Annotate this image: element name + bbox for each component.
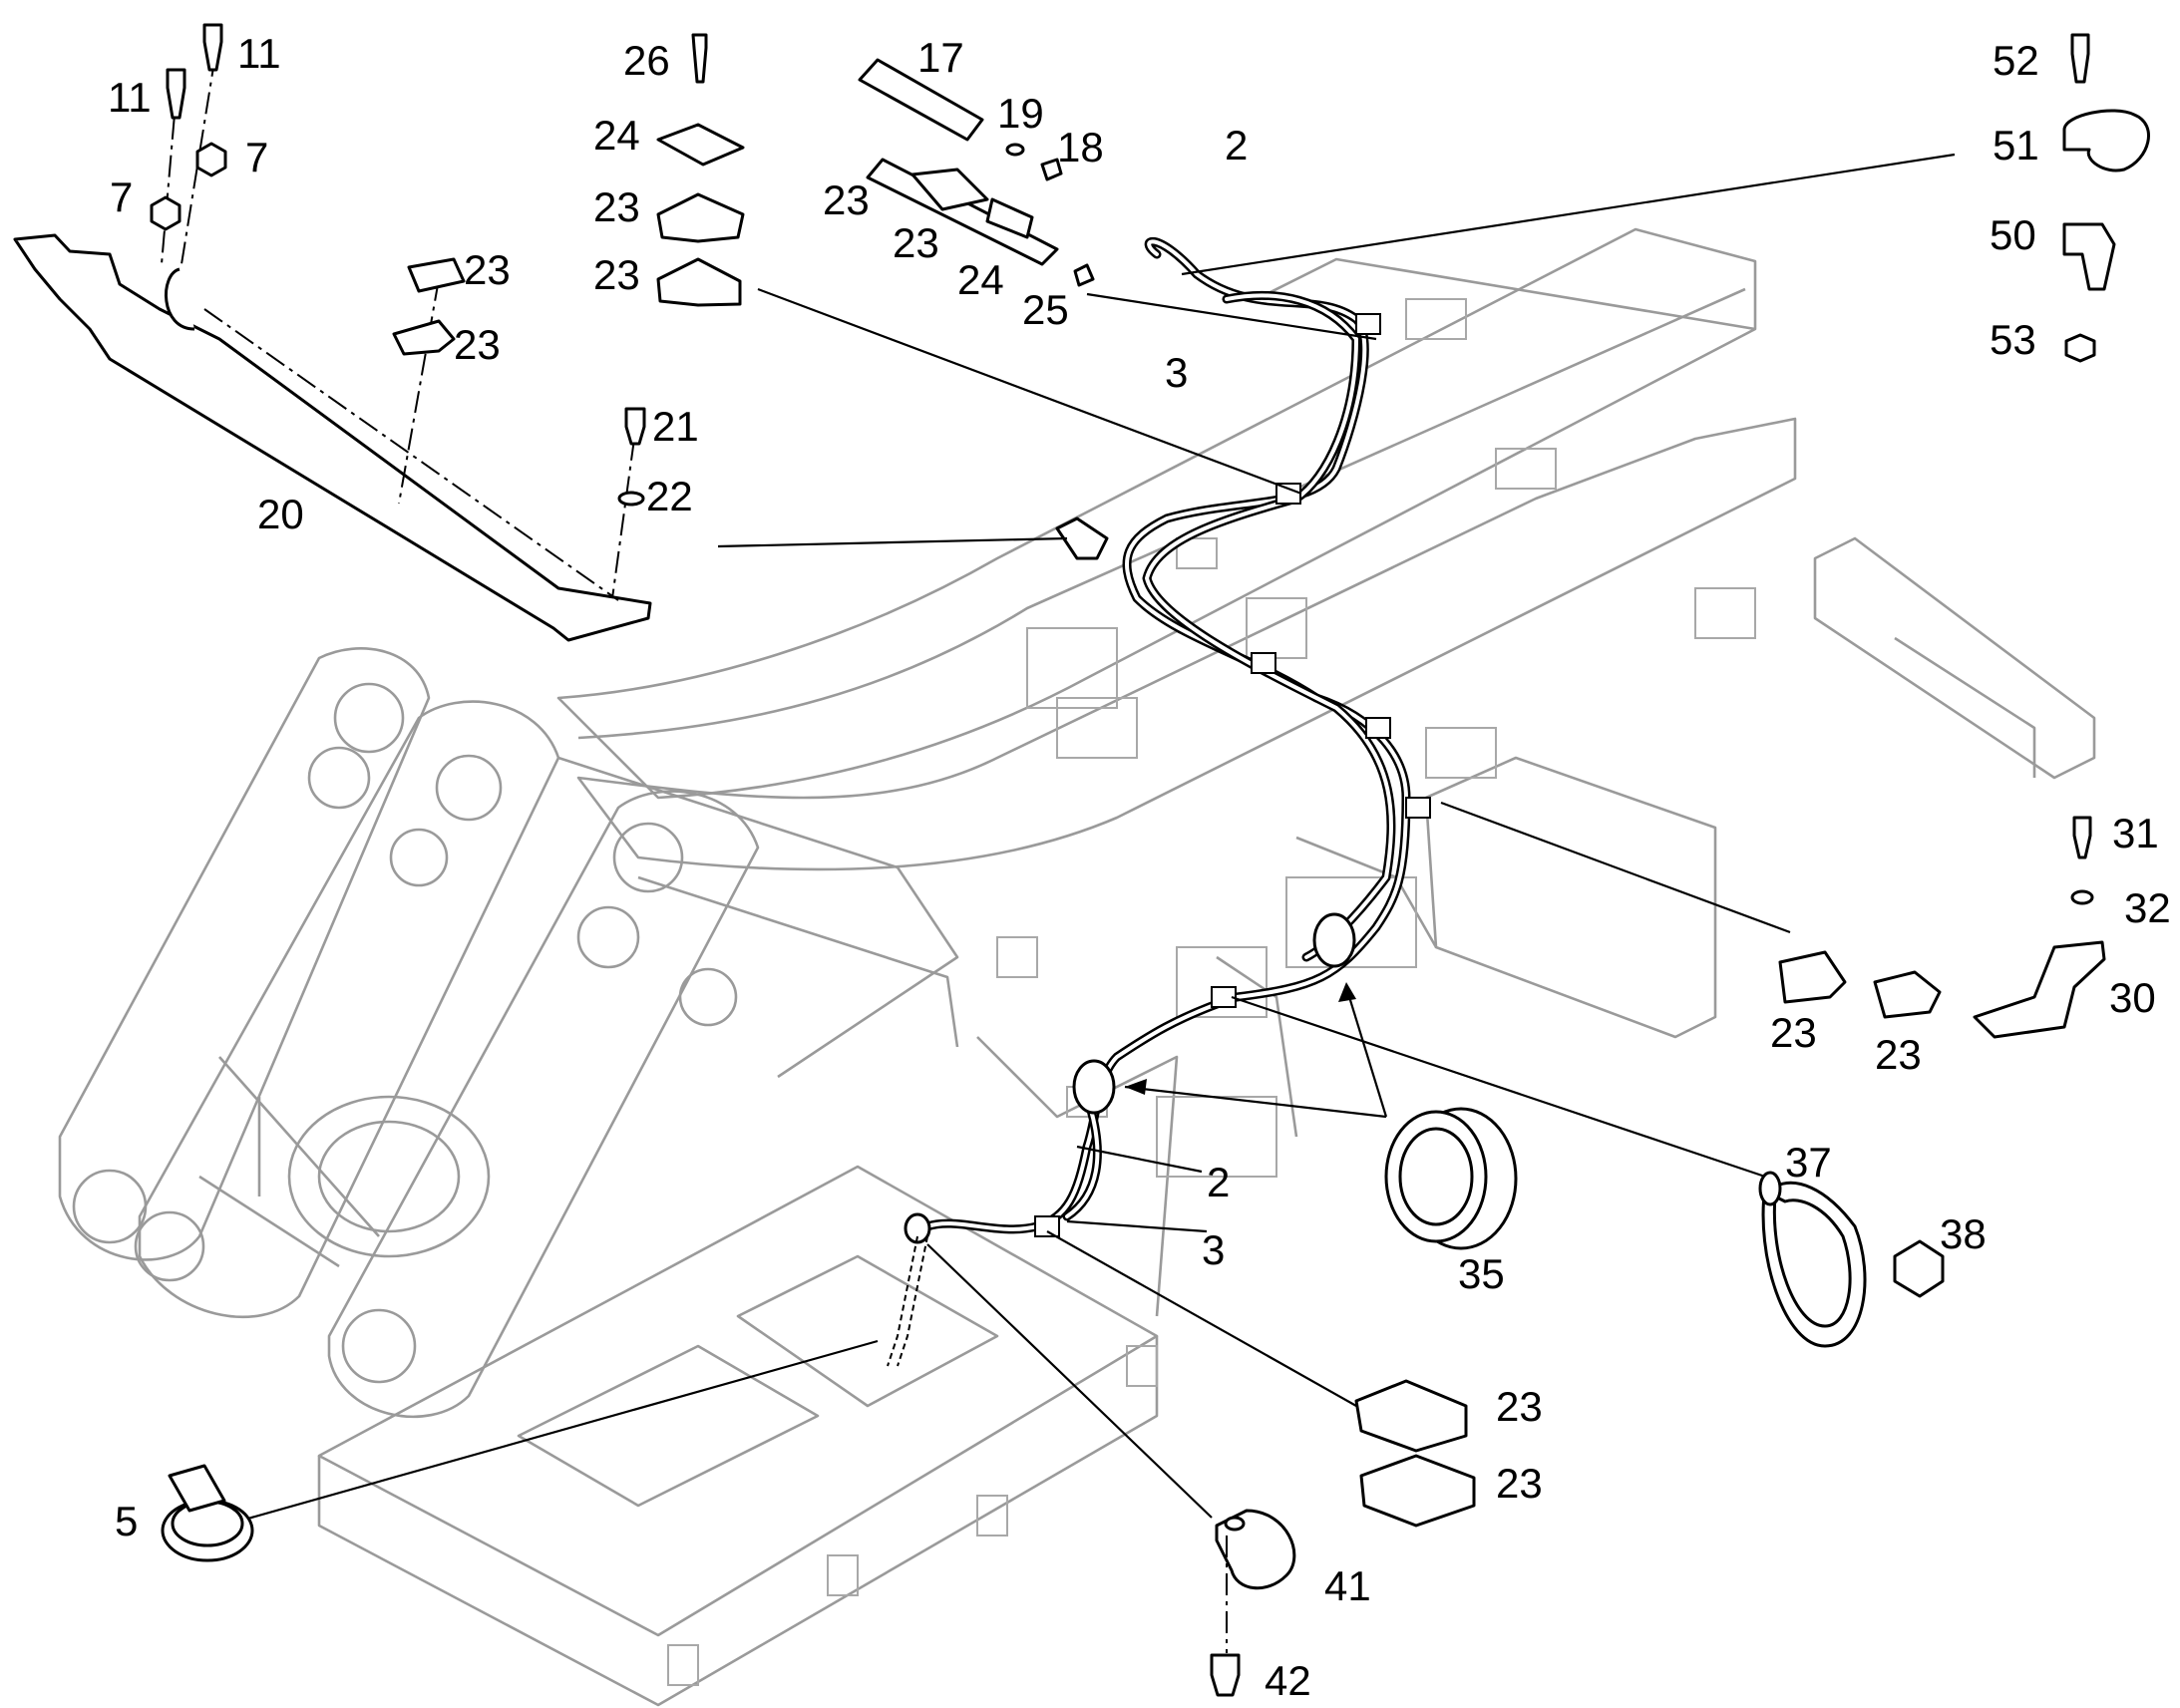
chassis-frame xyxy=(58,227,2096,1707)
callout-25: 25 xyxy=(1022,286,1069,333)
callout-52: 52 xyxy=(1993,37,2039,84)
callout-51: 51 xyxy=(1993,122,2039,169)
callout-11: 11 xyxy=(108,74,152,121)
callout-24: 24 xyxy=(593,112,640,159)
callout-3: 3 xyxy=(1202,1226,1225,1273)
callout-2: 2 xyxy=(1225,122,1248,169)
callout-18: 18 xyxy=(1057,124,1104,171)
clamp-pair-b xyxy=(1354,1379,1476,1528)
callout-labels: 11 11 7 7 20 23 23 21 22 26 24 23 23 17 … xyxy=(108,30,2171,1704)
hose-clamp-5 xyxy=(161,1464,254,1562)
callout-37: 37 xyxy=(1785,1139,1832,1186)
callout-23: 23 xyxy=(593,183,640,230)
callout-5: 5 xyxy=(115,1498,138,1544)
callout-7: 7 xyxy=(245,134,268,180)
callout-35: 35 xyxy=(1458,1250,1505,1297)
callout-23: 23 xyxy=(1875,1031,1922,1078)
grommet-35 xyxy=(1384,1107,1518,1250)
callout-38: 38 xyxy=(1940,1210,1987,1257)
bracket-group-20 xyxy=(13,23,652,642)
callout-32: 32 xyxy=(2124,884,2171,931)
callout-23: 23 xyxy=(823,176,870,223)
callout-22: 22 xyxy=(646,473,693,519)
callout-23: 23 xyxy=(454,321,501,368)
callout-23: 23 xyxy=(893,219,939,266)
callout-42: 42 xyxy=(1265,1657,1311,1704)
callout-7: 7 xyxy=(110,173,133,220)
clamp-pair-a xyxy=(392,257,466,356)
p-clip-41 xyxy=(1210,1509,1296,1697)
callout-23: 23 xyxy=(1496,1460,1543,1507)
callout-41: 41 xyxy=(1324,1562,1371,1609)
callout-17: 17 xyxy=(917,34,964,81)
hose-assembly xyxy=(887,236,1431,1367)
callout-53: 53 xyxy=(1990,316,2036,363)
callout-20: 20 xyxy=(257,491,304,537)
callout-19: 19 xyxy=(997,90,1044,137)
callout-24: 24 xyxy=(957,256,1004,303)
callout-23: 23 xyxy=(593,251,640,298)
callout-11: 11 xyxy=(237,30,281,77)
callout-50: 50 xyxy=(1990,211,2036,258)
leader-lines xyxy=(243,153,1956,1522)
callout-21: 21 xyxy=(652,403,699,450)
callout-31: 31 xyxy=(2112,810,2159,856)
bracket-group-30 xyxy=(1778,816,2106,1039)
callout-30: 30 xyxy=(2109,974,2156,1021)
callout-2: 2 xyxy=(1207,1159,1230,1205)
callout-23: 23 xyxy=(1770,1009,1817,1056)
callout-23: 23 xyxy=(1496,1383,1543,1430)
clamp-plates-17 xyxy=(858,58,1095,287)
callout-3: 3 xyxy=(1165,349,1188,396)
callout-23: 23 xyxy=(464,246,511,293)
callout-26: 26 xyxy=(623,37,670,84)
strap-clamp-37 xyxy=(1758,1171,1945,1348)
clip-stack-50 xyxy=(2062,33,2150,363)
clamp-stack-26 xyxy=(656,33,745,307)
